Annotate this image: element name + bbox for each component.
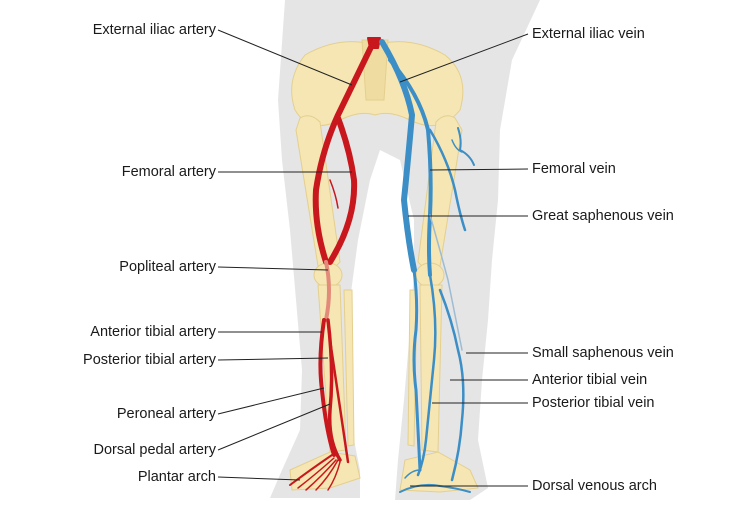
label-plantar-arch: Plantar arch [138,469,216,485]
label-external-iliac-artery: External iliac artery [93,22,216,38]
label-anterior-tibial-vein: Anterior tibial vein [532,372,647,388]
label-posterior-tibial-artery: Posterior tibial artery [83,352,216,368]
label-popliteal-artery: Popliteal artery [119,259,216,275]
label-external-iliac-vein: External iliac vein [532,26,645,42]
label-femoral-artery: Femoral artery [122,164,216,180]
left-tibia [420,285,442,452]
label-anterior-tibial-artery: Anterior tibial artery [90,324,216,340]
label-femoral-vein: Femoral vein [532,161,616,177]
label-peroneal-artery: Peroneal artery [117,406,216,422]
label-posterior-tibial-vein: Posterior tibial vein [532,395,655,411]
label-dorsal-venous-arch: Dorsal venous arch [532,478,657,494]
label-dorsal-pedal-artery: Dorsal pedal artery [94,442,217,458]
label-great-saphenous-vein: Great saphenous vein [532,208,674,224]
label-small-saphenous-vein: Small saphenous vein [532,345,674,361]
